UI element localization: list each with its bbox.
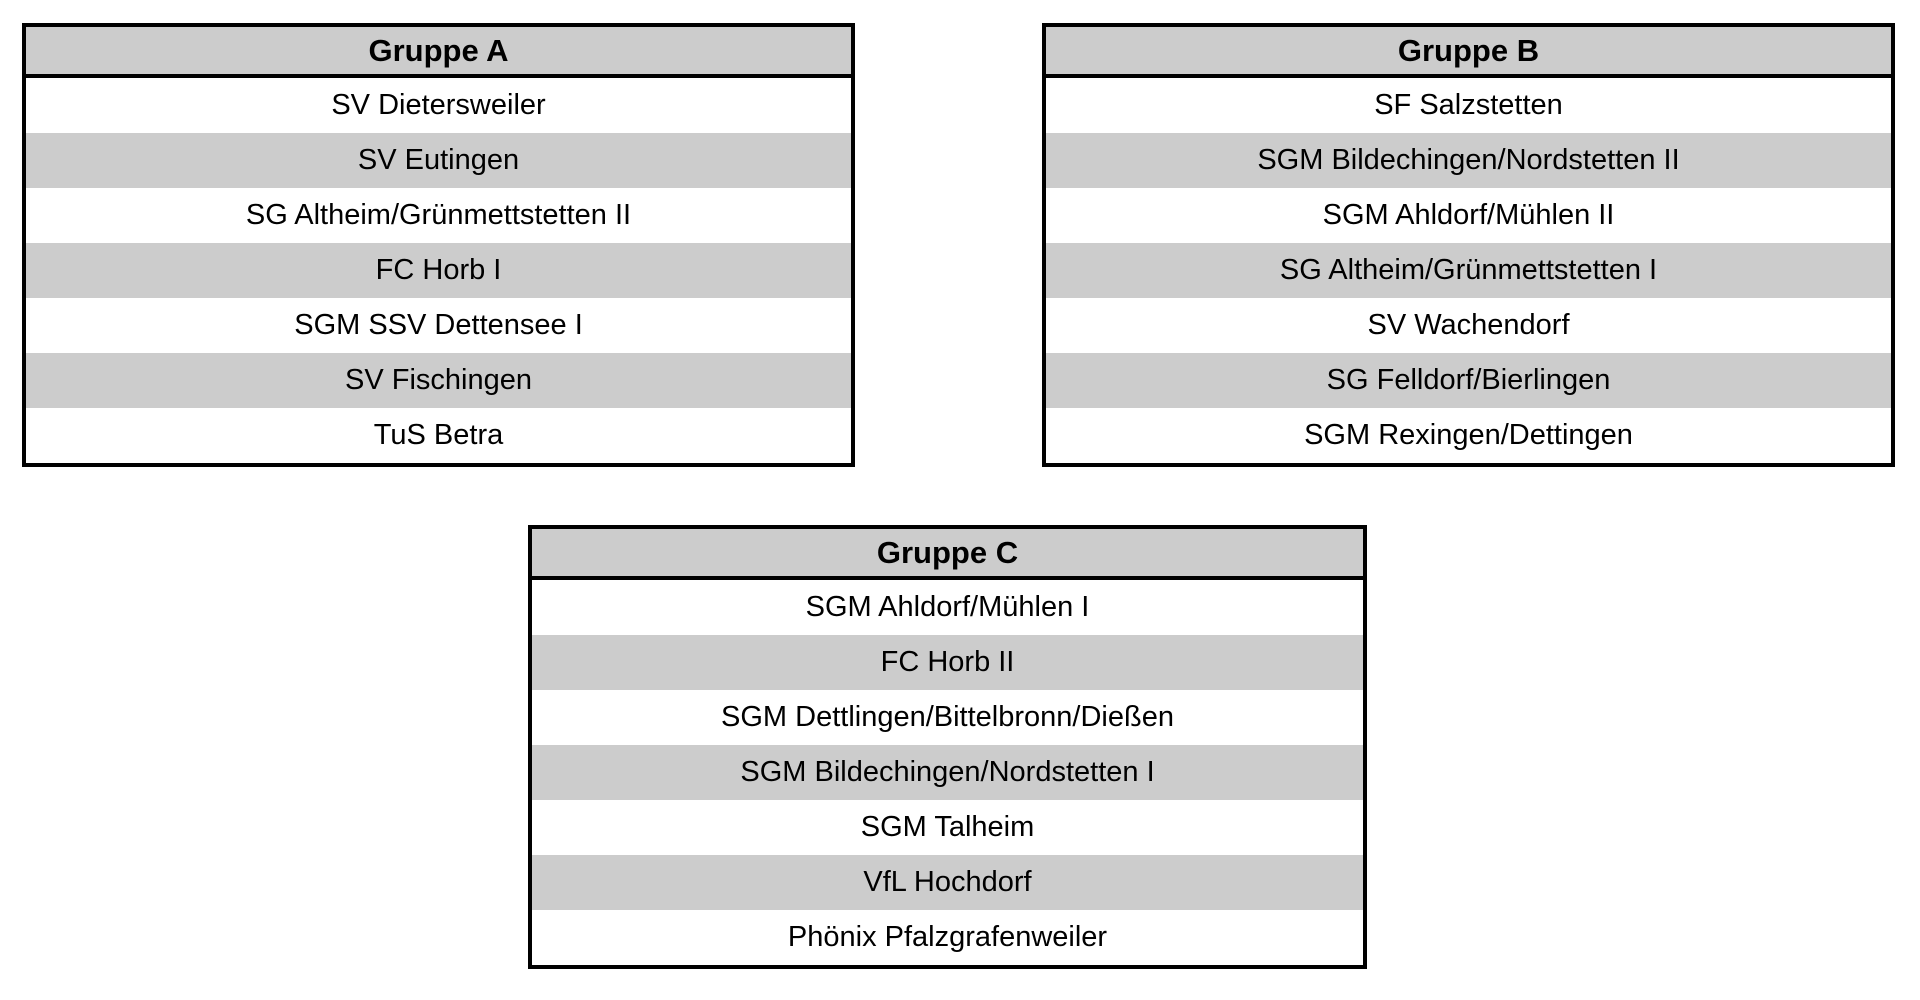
gruppe-a-header: Gruppe A [26, 27, 851, 78]
team-row: SGM SSV Dettensee I [26, 298, 851, 353]
team-row: FC Horb II [532, 635, 1363, 690]
team-row: SGM Ahldorf/Mühlen II [1046, 188, 1891, 243]
team-row: SV Eutingen [26, 133, 851, 188]
team-row: SGM Bildechingen/Nordstetten II [1046, 133, 1891, 188]
gruppe-b-header: Gruppe B [1046, 27, 1891, 78]
team-row: SV Dietersweiler [26, 78, 851, 133]
team-row: SGM Rexingen/Dettingen [1046, 408, 1891, 463]
team-row: SG Altheim/Grünmettstetten II [26, 188, 851, 243]
team-row: SG Felldorf/Bierlingen [1046, 353, 1891, 408]
team-row: SF Salzstetten [1046, 78, 1891, 133]
team-row: SG Altheim/Grünmettstetten I [1046, 243, 1891, 298]
team-row: SGM Bildechingen/Nordstetten I [532, 745, 1363, 800]
team-row: FC Horb I [26, 243, 851, 298]
team-row: SGM Ahldorf/Mühlen I [532, 580, 1363, 635]
team-row: Phönix Pfalzgrafenweiler [532, 910, 1363, 965]
team-row: TuS Betra [26, 408, 851, 463]
team-row: SGM Dettlingen/Bittelbronn/Dießen [532, 690, 1363, 745]
team-row: SV Fischingen [26, 353, 851, 408]
team-row: SGM Talheim [532, 800, 1363, 855]
team-row: VfL Hochdorf [532, 855, 1363, 910]
gruppe-c-header: Gruppe C [532, 529, 1363, 580]
team-row: SV Wachendorf [1046, 298, 1891, 353]
